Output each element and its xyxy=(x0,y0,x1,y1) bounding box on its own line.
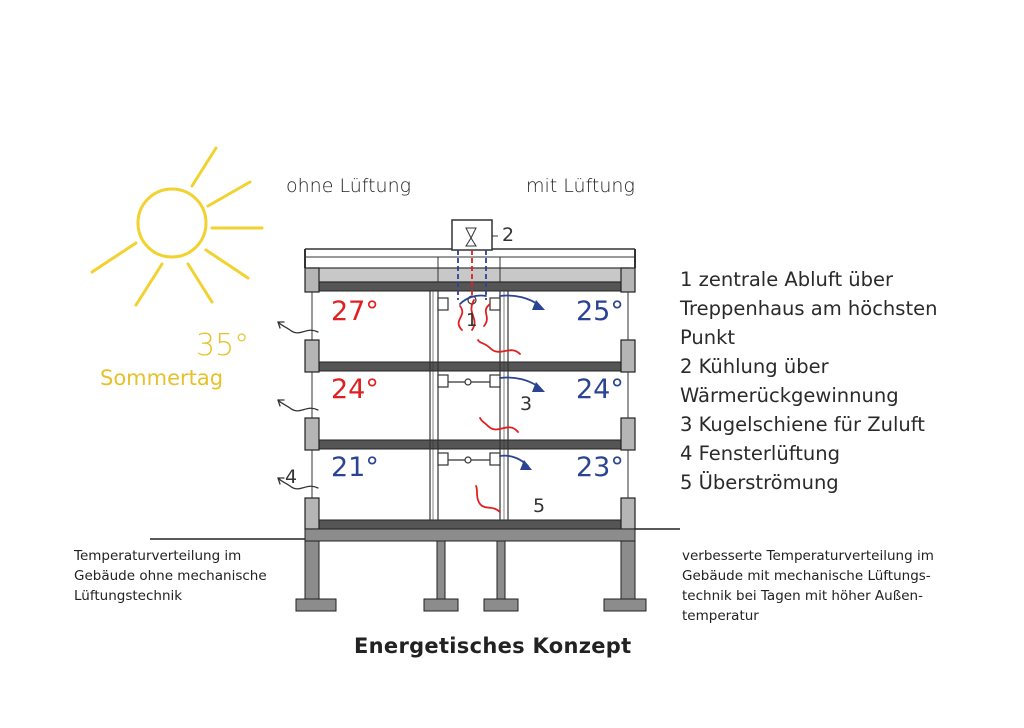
note-line: Gebäude mit mechanische Lüftungs- xyxy=(682,568,931,584)
sun-temperature: 35° xyxy=(196,328,250,363)
note-without-ventilation: Temperaturverteilung im Gebäude ohne mec… xyxy=(74,546,267,606)
note-with-ventilation: verbesserte Temperaturverteilung im Gebä… xyxy=(682,546,934,626)
legend-line: Punkt xyxy=(680,326,736,349)
marker-1: 1 xyxy=(466,310,478,331)
ground-line xyxy=(150,528,680,540)
legend-line: 3 Kugelschiene für Zuluft xyxy=(680,413,925,436)
legend-line: Treppenhaus am höchsten xyxy=(680,297,938,320)
legend-line: 1 zentrale Abluft über xyxy=(680,268,894,291)
temp-right-floor-2: 24° xyxy=(576,374,624,405)
legend-line: 2 Kühlung über xyxy=(680,355,829,378)
temp-left-floor-1: 21° xyxy=(331,452,379,483)
note-line: technik bei Tagen mit höher Außen- xyxy=(682,588,923,604)
header-with-ventilation: mit Lüftung xyxy=(526,175,635,197)
sun-label: Sommertag xyxy=(100,366,224,390)
legend-line: 4 Fensterlüftung xyxy=(680,442,840,465)
diagram-title: Energetisches Konzept xyxy=(354,634,632,658)
basement xyxy=(295,528,647,612)
stairwell-walls xyxy=(429,291,509,520)
marker-3: 3 xyxy=(520,393,533,415)
window-lines xyxy=(311,292,629,498)
window-vent-arrows xyxy=(277,321,319,490)
note-line: Temperaturverteilung im xyxy=(74,548,242,564)
sun-icon xyxy=(90,146,264,307)
header-without-ventilation: ohne Lüftung xyxy=(286,175,412,197)
roof xyxy=(304,248,636,283)
marker-4: 4 xyxy=(285,466,298,488)
marker-2: 2 xyxy=(502,224,515,246)
temp-right-floor-1: 23° xyxy=(576,452,624,483)
temp-left-floor-2: 24° xyxy=(331,374,379,405)
cool-arrow-heads xyxy=(520,300,545,470)
legend-line: Wärmerückgewinnung xyxy=(680,384,899,407)
heat-exchanger-unit xyxy=(451,219,493,251)
legend: 1 zentrale Abluft über Treppenhaus am hö… xyxy=(680,265,937,497)
legend-line: 5 Überströmung xyxy=(680,471,839,494)
warm-air-arrows xyxy=(457,299,521,513)
marker-5: 5 xyxy=(533,495,546,517)
duct-rails xyxy=(437,295,501,466)
note-line: Gebäude ohne mechanische xyxy=(74,568,267,584)
exhaust-ducts xyxy=(457,250,487,300)
note-line: Lüftungstechnik xyxy=(74,588,183,604)
note-line: temperatur xyxy=(682,608,759,624)
temp-left-floor-3: 27° xyxy=(331,296,379,327)
temp-right-floor-3: 25° xyxy=(576,296,624,327)
note-line: verbesserte Temperaturverteilung im xyxy=(682,548,934,564)
